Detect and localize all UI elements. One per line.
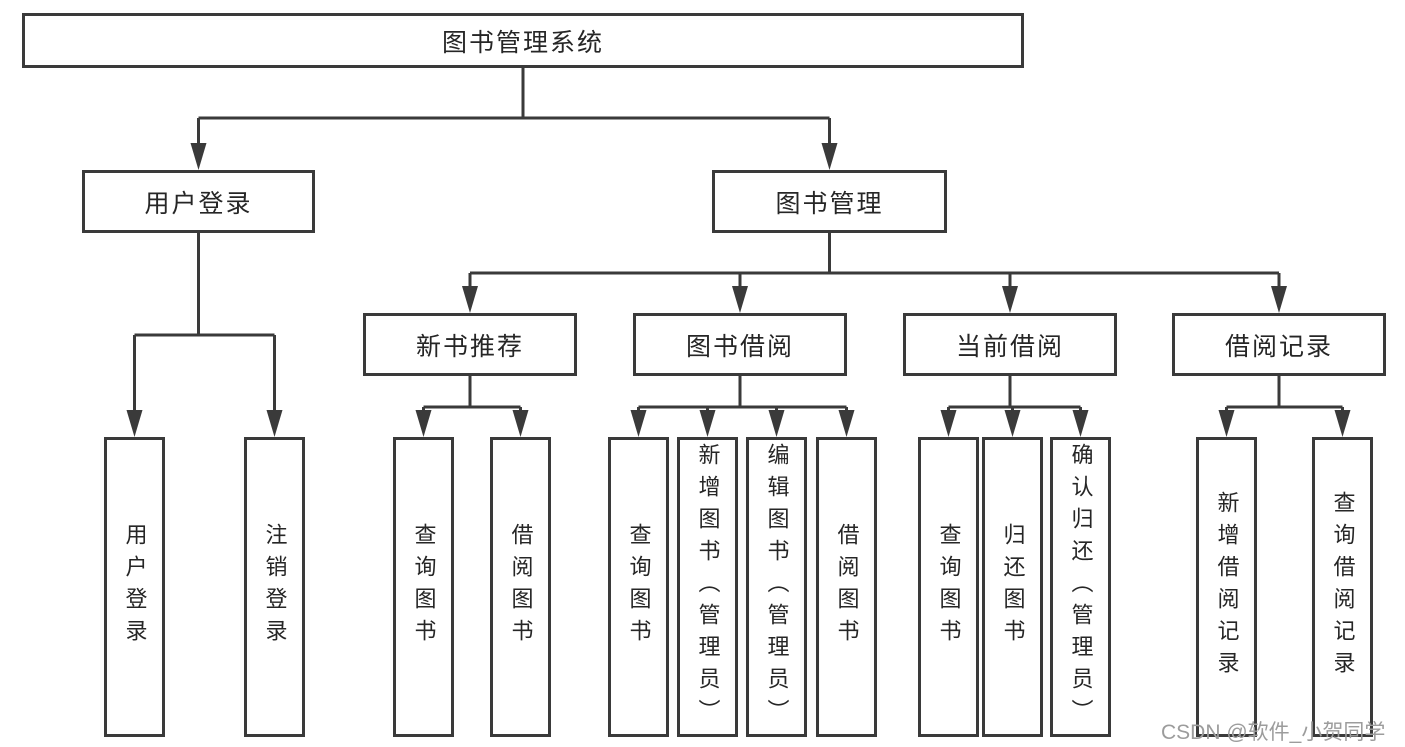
node-user-login: 用户登录 [82,170,315,233]
leaf-query-books-current: 查询图书 [918,437,979,737]
node-root: 图书管理系统 [22,13,1024,68]
arrowhead [190,143,207,170]
leaf-label: 新增借阅记录 [1214,491,1240,683]
arrowhead [732,286,748,313]
csdn-watermark: CSDN @软件_小贺同学 [1161,721,1386,744]
leaf-edit-book-admin: 编辑图书（管理员） [746,437,807,737]
leaf-add-book-admin: 新增图书（管理员） [677,437,738,737]
arrowhead [768,410,785,437]
leaf-logout: 注销登录 [244,437,305,737]
arrowhead [1072,410,1089,437]
leaf-query-books-borrowing: 查询图书 [608,437,669,737]
leaf-label: 用户登录 [122,523,148,651]
leaf-label: 查询图书 [936,523,962,651]
node-book-management: 图书管理 [712,170,947,233]
leaf-label: 注销登录 [262,523,288,651]
leaf-label: 归还图书 [1000,523,1026,651]
leaf-user-login: 用户登录 [104,437,165,737]
arrowhead [462,286,478,313]
connector-root-to-level2 [190,68,838,170]
arrowhead [630,410,647,437]
connector-borrowing-records-to-leaves [1218,375,1351,437]
leaf-return-book: 归还图书 [982,437,1043,737]
arrowhead [1002,286,1018,313]
connector-user-login-to-leaves [126,232,283,437]
node-borrowing-records: 借阅记录 [1172,313,1386,376]
connector-current-borrowing-to-leaves [940,375,1089,437]
leaf-query-borrow-record: 查询借阅记录 [1312,437,1373,737]
leaf-label: 新增图书（管理员） [695,443,721,731]
leaf-borrow-books-borrowing: 借阅图书 [816,437,877,737]
arrowhead [126,410,143,437]
arrowhead [1004,410,1021,437]
arrowhead [266,410,283,437]
arrowhead [1334,410,1351,437]
arrowhead [940,410,957,437]
leaf-label: 查询借阅记录 [1330,491,1356,683]
leaf-label: 查询图书 [411,523,437,651]
node-book-borrowing: 图书借阅 [633,313,847,376]
connector-new-book-recommendation-to-leaves [415,375,529,437]
node-new-book-recommendation: 新书推荐 [363,313,577,376]
connector-book-borrowing-to-leaves [630,375,855,437]
arrowhead [838,410,855,437]
arrowhead [1271,286,1287,313]
node-current-borrowing: 当前借阅 [903,313,1117,376]
connector-book-management-to-level3 [462,232,1287,313]
leaf-label: 借阅图书 [508,523,534,651]
leaf-confirm-return-admin: 确认归还（管理员） [1050,437,1111,737]
arrowhead [699,410,716,437]
arrowhead [1218,410,1235,437]
leaf-label: 查询图书 [626,523,652,651]
leaf-borrow-books-recommend: 借阅图书 [490,437,551,737]
arrowhead [415,410,432,437]
leaf-add-borrow-record: 新增借阅记录 [1196,437,1257,737]
leaf-label: 确认归还（管理员） [1068,443,1094,731]
leaf-label: 编辑图书（管理员） [764,443,790,731]
arrowhead [821,143,838,170]
arrowhead [512,410,529,437]
leaf-query-books-recommend: 查询图书 [393,437,454,737]
leaf-label: 借阅图书 [834,523,860,651]
